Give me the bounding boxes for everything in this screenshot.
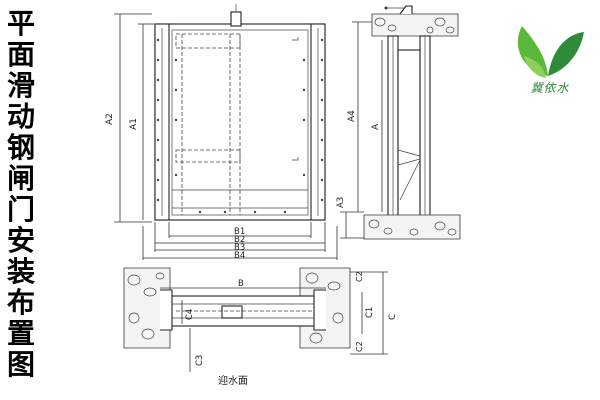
- vertical-title: 平 面 滑 动 钢 闸 门 安 装 布 置 图: [2, 8, 40, 380]
- title-char: 滑: [6, 69, 35, 102]
- dim-label-a2: A2: [105, 113, 115, 125]
- title-char: 置: [6, 317, 35, 350]
- dim-label-c2-top: C2: [355, 271, 364, 282]
- front-elevation: A2 A1 B1 B2 B3 B4: [105, 4, 338, 261]
- side-section: A4 A A3: [336, 5, 461, 240]
- title-char: 装: [6, 255, 35, 288]
- dim-label-c2-bottom: C2: [355, 341, 364, 352]
- plan-view: B C C1 C2 C2 C3 C4 迎水面: [123, 267, 398, 387]
- dim-label-a3: A3: [336, 197, 346, 208]
- brand-logo: [517, 26, 584, 78]
- bolt-holes: [156, 38, 324, 214]
- dim-label-a1: A1: [129, 118, 139, 130]
- dim-label-b2: B2: [234, 235, 245, 245]
- dim-label-c3: C3: [195, 355, 205, 366]
- title-char: 面: [6, 38, 35, 71]
- title-char: 图: [6, 348, 35, 381]
- title-char: 闸: [6, 162, 35, 195]
- title-char: 钢: [6, 131, 35, 164]
- dim-label-c: C: [388, 314, 398, 320]
- title-char: 平: [6, 7, 35, 40]
- title-char: 门: [6, 193, 35, 226]
- bottom-concrete: [363, 214, 461, 240]
- hoist-stem: [399, 5, 413, 15]
- leaf-icon: [548, 32, 584, 76]
- title-char: 动: [6, 100, 35, 133]
- title-char: 布: [6, 286, 35, 319]
- dim-label-b1: B1: [234, 227, 245, 237]
- dim-label-b: B: [238, 279, 244, 289]
- side-gate-leaf: [397, 49, 421, 221]
- brand-name: 冀依水: [530, 81, 570, 95]
- dim-label-b4: B4: [234, 251, 245, 261]
- dim-label-c1: C1: [365, 307, 375, 318]
- lifting-lug: [230, 11, 242, 27]
- top-concrete: [371, 13, 459, 37]
- plan-caption: 迎水面: [218, 375, 248, 387]
- left-pier: [123, 267, 171, 349]
- dim-label-a4: A4: [347, 110, 357, 122]
- dim-label-c4: C4: [185, 309, 195, 320]
- title-char: 安: [6, 224, 35, 257]
- leaf-icon: [524, 56, 546, 78]
- dim-label-b3: B3: [234, 243, 245, 253]
- dim-label-a: A: [371, 123, 381, 130]
- leaf-icon: [517, 26, 548, 76]
